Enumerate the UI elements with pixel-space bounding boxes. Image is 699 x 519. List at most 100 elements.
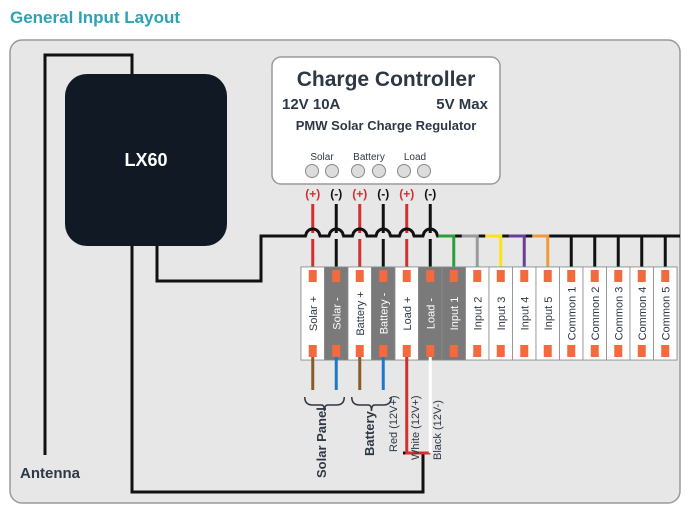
controller-rating: 12V 10A — [282, 96, 341, 113]
red-wire-label: Red (12V+) — [388, 395, 400, 452]
terminal-pin-top — [402, 270, 411, 282]
terminal-pin-bottom — [543, 345, 552, 357]
terminal-pin-top — [473, 270, 482, 282]
positive-mark: (+) — [352, 187, 367, 201]
terminal-common-3: Common 3 — [606, 266, 631, 361]
terminal-pin-top — [520, 270, 529, 282]
indicator-light — [325, 164, 339, 178]
terminal-common-5: Common 5 — [653, 266, 678, 361]
terminal-battery: Battery + — [347, 266, 372, 361]
bus-gap — [353, 233, 366, 239]
lx60-label: LX60 — [124, 150, 167, 170]
white-wire-label: White (12V+) — [410, 396, 422, 461]
bus-jumper — [398, 227, 416, 237]
terminal-pin-top — [614, 270, 623, 282]
module-input-wire — [155, 234, 305, 283]
controller-max: 5V Max — [436, 96, 488, 113]
source-wires — [311, 357, 432, 455]
polarity-marks: (+) (-) (+) (-) (+) (-) — [305, 187, 436, 201]
solar-bracket — [304, 396, 345, 412]
red-load-lead — [405, 357, 431, 455]
indicator-light — [351, 164, 365, 178]
positive-mark: (+) — [399, 187, 414, 201]
terminal-label: Input 4 — [519, 297, 531, 331]
terminal-input-1: Input 1 — [441, 266, 466, 361]
negative-mark: (-) — [424, 187, 436, 201]
terminal-common-4: Common 4 — [629, 266, 654, 361]
indicator-label-solar: Solar — [310, 152, 334, 163]
antenna-label: Antenna — [20, 465, 81, 482]
terminal-label: Input 5 — [543, 297, 555, 331]
terminal-pin-top — [332, 270, 341, 282]
terminal-solar: Solar - — [324, 266, 349, 361]
terminal-pin-top — [496, 270, 505, 282]
bus-jumper — [351, 227, 369, 237]
terminal-input-3: Input 3 — [488, 266, 513, 361]
terminal-common-2: Common 2 — [582, 266, 607, 361]
terminal-label: Load + — [402, 297, 414, 331]
terminal-label: Battery - — [378, 292, 390, 334]
terminal-pin-top — [637, 270, 646, 282]
terminal-cell — [653, 266, 678, 361]
terminal-pin-bottom — [496, 345, 505, 357]
indicator-lights: Solar Battery Load — [305, 152, 431, 178]
terminal-load: Load + — [394, 266, 419, 361]
terminal-label: Common 5 — [660, 287, 672, 341]
indicator-light — [372, 164, 386, 178]
bus-gap — [306, 233, 319, 239]
terminal-label: Input 2 — [472, 297, 484, 331]
terminal-pin-bottom — [473, 345, 482, 357]
input-wires — [438, 234, 667, 271]
bus-gap — [400, 233, 413, 239]
terminal-label: Common 4 — [637, 287, 649, 341]
terminal-common-1: Common 1 — [559, 266, 584, 361]
input-5-wire — [532, 234, 550, 271]
controller-subtitle: PMW Solar Charge Regulator — [296, 118, 477, 133]
terminal-block: Solar +Solar - Battery + Battery - Load + Lo… — [300, 266, 678, 361]
page-title: General Input Layout — [10, 8, 181, 27]
battery-bracket — [351, 396, 392, 412]
terminal-label: Battery + — [355, 291, 367, 335]
terminal-battery: Battery - — [371, 266, 396, 361]
terminal-pin-top — [379, 270, 388, 282]
indicator-label-load: Load — [404, 152, 426, 163]
terminal-pin-top — [590, 270, 599, 282]
terminal-pin-bottom — [379, 345, 388, 357]
controller-title: Charge Controller — [297, 68, 476, 91]
black-wire-label: Black (12V-) — [432, 400, 444, 460]
bus-jumper — [304, 227, 322, 237]
terminal-input-5: Input 5 — [535, 266, 560, 361]
terminal-label: Common 2 — [590, 287, 602, 341]
battery-label: Battery — [362, 410, 377, 456]
terminal-solar: Solar + — [300, 266, 325, 361]
input-1-wire — [438, 234, 456, 271]
terminal-pin-top — [567, 270, 576, 282]
terminal-pin-bottom — [332, 345, 341, 357]
indicator-label-battery: Battery — [353, 152, 385, 163]
bus-jumper — [327, 227, 345, 237]
negative-mark: (-) — [330, 187, 342, 201]
terminal-pin-bottom — [449, 345, 458, 357]
indicator-light — [305, 164, 319, 178]
lx60-module — [65, 74, 227, 246]
positive-mark: (+) — [305, 187, 320, 201]
terminal-input-2: Input 2 — [465, 266, 490, 361]
input-4-wire — [508, 234, 526, 271]
terminal-label: Common 3 — [613, 287, 625, 341]
terminal-pin-bottom — [661, 345, 670, 357]
terminal-pin-bottom — [637, 345, 646, 357]
terminal-input-4: Input 4 — [512, 266, 537, 361]
terminal-pin-bottom — [567, 345, 576, 357]
indicator-light — [397, 164, 411, 178]
terminal-load: Load - — [418, 266, 443, 361]
bus-jumper — [374, 227, 392, 237]
bus-gap — [424, 233, 437, 239]
solar-panel-label: Solar Panel — [314, 407, 329, 478]
negative-mark: (-) — [377, 187, 389, 201]
terminal-pin-bottom — [402, 345, 411, 357]
group-brackets — [304, 396, 392, 412]
bus-jumper — [421, 227, 439, 237]
terminal-label: Input 1 — [449, 297, 461, 331]
terminal-pin-top — [426, 270, 435, 282]
